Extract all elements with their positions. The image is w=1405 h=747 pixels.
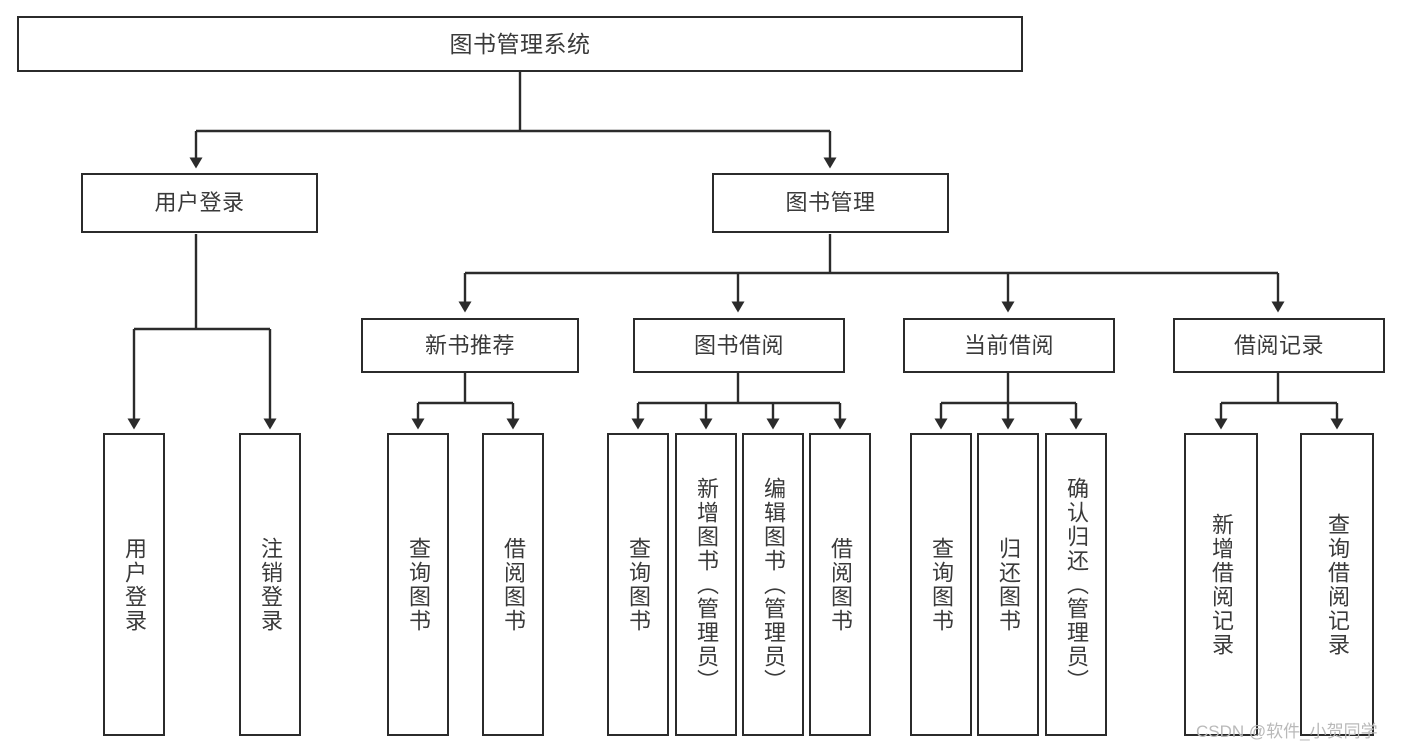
node-label: 用户登录 [154, 190, 245, 216]
leaf-confirm-return-admin[interactable]: 确认归还（管理员） [1045, 433, 1107, 736]
csdn-watermark: CSDN @软件_小贺同学 [1196, 722, 1378, 741]
node-book-management[interactable]: 图书管理 [712, 173, 949, 233]
node-label: 新增图书（管理员） [693, 476, 719, 693]
node-label: 图书管理 [785, 190, 876, 216]
leaf-query-book-borrow[interactable]: 查询图书 [607, 433, 669, 736]
node-user-login[interactable]: 用户登录 [81, 173, 318, 233]
leaf-borrow-book-newbook[interactable]: 借阅图书 [482, 433, 544, 736]
node-book-borrow[interactable]: 图书借阅 [633, 318, 845, 373]
node-label: 用户登录 [121, 536, 147, 633]
leaf-query-book-current[interactable]: 查询图书 [910, 433, 972, 736]
leaf-return-book[interactable]: 归还图书 [977, 433, 1039, 736]
leaf-query-book-newbook[interactable]: 查询图书 [387, 433, 449, 736]
node-label: 借阅图书 [500, 536, 526, 633]
leaf-logout[interactable]: 注销登录 [239, 433, 301, 736]
node-label: 借阅记录 [1233, 332, 1324, 358]
node-borrow-record[interactable]: 借阅记录 [1173, 318, 1385, 373]
leaf-add-borrow-record[interactable]: 新增借阅记录 [1184, 433, 1258, 736]
leaf-add-book-admin[interactable]: 新增图书（管理员） [675, 433, 737, 736]
node-label: 确认归还（管理员） [1063, 476, 1089, 693]
node-label: 查询图书 [625, 536, 651, 633]
node-label: 借阅图书 [827, 536, 853, 633]
node-label: 注销登录 [257, 536, 283, 633]
node-label: 查询图书 [928, 536, 954, 633]
leaf-user-login[interactable]: 用户登录 [103, 433, 165, 736]
leaf-edit-book-admin[interactable]: 编辑图书（管理员） [742, 433, 804, 736]
node-label: 查询借阅记录 [1324, 512, 1350, 657]
leaf-borrow-book[interactable]: 借阅图书 [809, 433, 871, 736]
node-label: 新增借阅记录 [1208, 512, 1234, 657]
node-label: 编辑图书（管理员） [760, 476, 786, 693]
node-label: 归还图书 [995, 536, 1021, 633]
node-label: 新书推荐 [424, 332, 515, 358]
node-label: 图书管理系统 [449, 30, 591, 57]
node-label: 查询图书 [405, 536, 431, 633]
node-root-library-system[interactable]: 图书管理系统 [17, 16, 1023, 72]
node-new-book-recommend[interactable]: 新书推荐 [361, 318, 579, 373]
node-label: 当前借阅 [963, 332, 1054, 358]
node-current-borrow[interactable]: 当前借阅 [903, 318, 1115, 373]
leaf-query-borrow-record[interactable]: 查询借阅记录 [1300, 433, 1374, 736]
node-label: 图书借阅 [693, 332, 784, 358]
